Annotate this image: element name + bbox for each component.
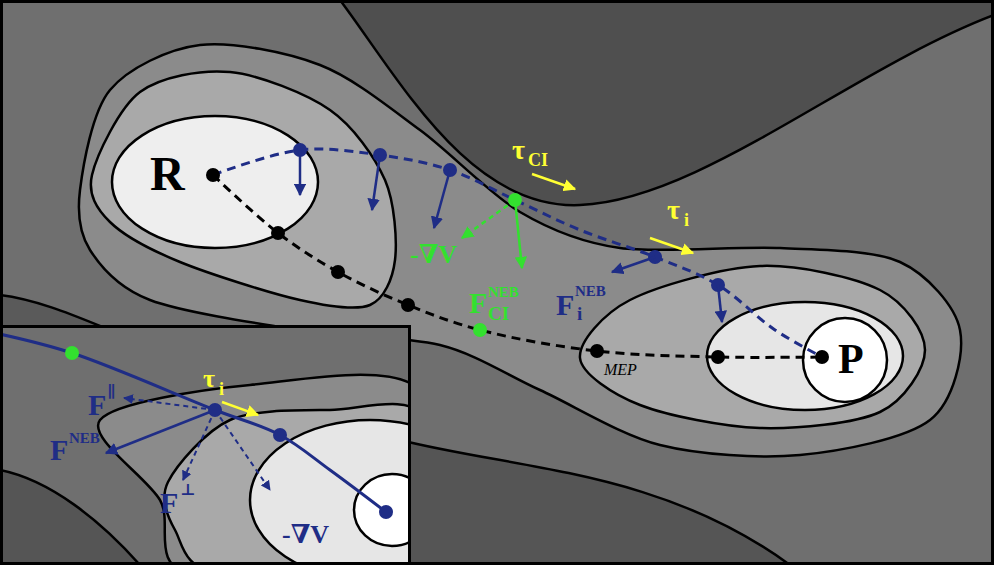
image-dot <box>711 350 725 364</box>
state-label: P <box>838 338 864 380</box>
perpendicular-force-arrow <box>183 410 215 480</box>
product-basin <box>250 420 410 565</box>
climbing-image-dot <box>508 193 522 207</box>
image-dot <box>206 168 220 182</box>
subscript: CI <box>488 304 509 323</box>
superscript: ∥ <box>107 384 115 400</box>
tangent-arrow <box>650 238 693 253</box>
force-arrows <box>300 150 722 322</box>
reactant-basin <box>112 116 318 248</box>
force-symbol: F <box>469 288 487 318</box>
image-dot <box>273 428 287 442</box>
tangent-symbol: τ <box>203 366 215 392</box>
force-arrow <box>372 155 380 210</box>
subscript: i <box>577 304 582 323</box>
band-images <box>293 143 725 292</box>
state-label: R <box>150 150 185 198</box>
product-basin <box>803 318 887 402</box>
tangent-arrow <box>222 402 258 415</box>
image-dot <box>379 505 393 519</box>
image-dot <box>331 265 345 279</box>
path-label: MEP <box>604 362 637 378</box>
force-symbol: F <box>160 488 178 518</box>
image-dot <box>815 350 829 364</box>
contour-level <box>91 71 396 307</box>
gradient-arrow <box>215 410 270 490</box>
force-symbol: F <box>50 435 68 465</box>
superscript: ⊥ <box>180 482 195 498</box>
image-dot <box>208 403 222 417</box>
gradient-label: -∇V <box>282 522 329 548</box>
contour-level <box>580 266 925 428</box>
high-energy-region <box>0 295 110 330</box>
image-dot <box>271 226 285 240</box>
force-symbol: F <box>88 390 106 420</box>
tangent-symbol: τ <box>667 196 680 224</box>
force-symbol: F <box>556 290 574 320</box>
superscript: NEB <box>69 431 100 446</box>
product-basin <box>354 474 410 546</box>
gradient-arrow <box>462 200 515 238</box>
elastic-band <box>0 333 386 512</box>
high-energy-region <box>0 470 140 565</box>
saddle-dot <box>473 323 487 337</box>
force-arrow <box>434 170 450 228</box>
climbing-image-dot <box>65 346 79 360</box>
image-dot <box>590 344 604 358</box>
force-arrow <box>612 257 655 272</box>
high-energy-region <box>400 440 790 565</box>
climbing-force-arrow <box>515 200 522 268</box>
image-dot <box>401 298 415 312</box>
tangent-arrow <box>532 174 575 189</box>
superscript: NEB <box>488 285 519 300</box>
force-arrow <box>299 150 302 195</box>
subscript: i <box>684 211 689 229</box>
subscript: i <box>219 380 224 398</box>
tangent-symbol: τ <box>512 136 525 164</box>
subscript: CI <box>528 151 548 169</box>
inset-frame <box>2 327 410 564</box>
gradient-label: -∇V <box>410 242 457 268</box>
parallel-force-arrow <box>124 398 215 410</box>
superscript: NEB <box>575 284 606 299</box>
inset <box>0 325 410 565</box>
force-arrow <box>718 285 722 322</box>
